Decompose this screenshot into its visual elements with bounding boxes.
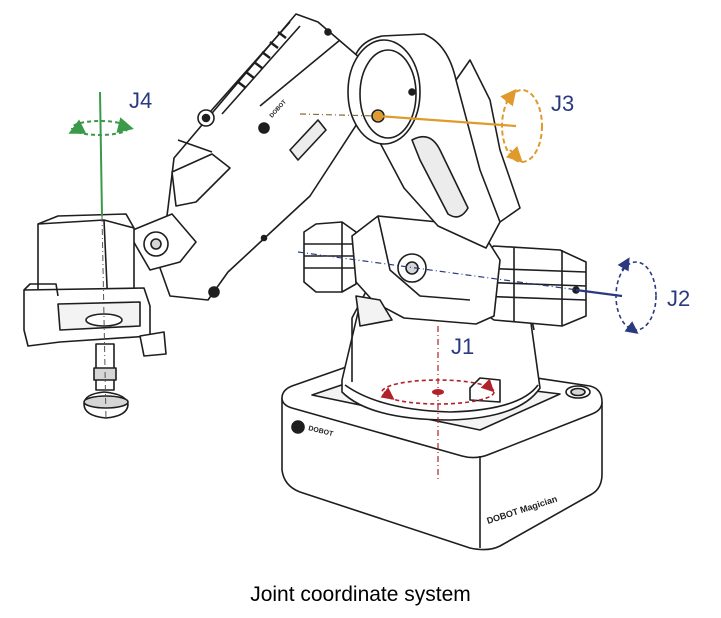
figure-caption: Joint coordinate system [250,583,471,606]
j1-axis [380,326,495,480]
forearm [127,213,197,271]
j3-axis [299,88,543,163]
j4-label: J4 [129,88,153,113]
upper-arm [159,13,367,301]
shoulder-housing [351,215,501,327]
left-shoulder-motor [303,221,357,293]
j2-label: J2 [667,286,691,311]
j4-axis [68,91,134,421]
j1-label: J1 [451,334,475,359]
elbow-joint [347,39,421,145]
j2-axis [297,251,657,334]
j3-label: J3 [551,91,575,116]
